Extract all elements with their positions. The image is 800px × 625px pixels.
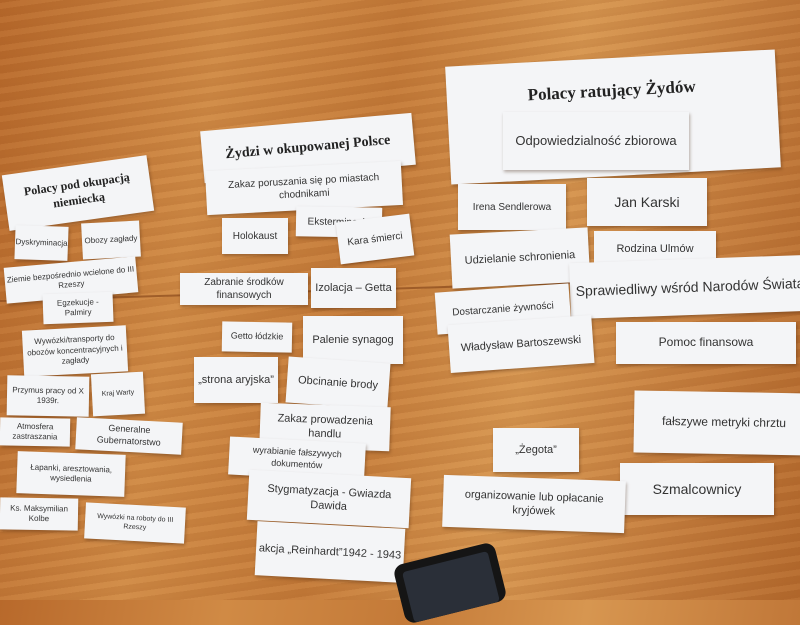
term-card: Holokaust <box>222 218 288 254</box>
term-card-text: Palenie synagog <box>312 333 394 346</box>
term-card-text: Jan Karski <box>614 193 680 210</box>
term-card: Sprawiedliwy wśród Narodów Świata <box>569 254 800 320</box>
term-card-text: Ks. Maksymilian Kolbe <box>10 503 69 524</box>
term-card: Atmosfera zastraszania <box>0 417 71 447</box>
category-header-card-text: Polacy pod okupacją niemiecką <box>23 170 131 211</box>
term-card-text: Wywózki/transporty do obozów koncentracy… <box>26 333 123 366</box>
term-card-text: Pomoc finansowa <box>658 335 754 350</box>
term-card-text: Obcinanie brody <box>297 374 379 392</box>
term-card-text: Rodzina Ulmów <box>616 242 694 255</box>
term-card: Obcinanie brody <box>285 356 391 410</box>
category-header-card-text: Polacy ratujący Żydów <box>527 76 697 105</box>
term-card-text: „Żegota” <box>515 443 557 456</box>
term-card: Odpowiedzialność zbiorowa <box>503 112 689 170</box>
term-card-text: Kara śmierci <box>346 230 404 248</box>
term-card: Przymus pracy od X 1939r. <box>6 375 90 417</box>
term-card-text: fałszywe metryki chrztu <box>661 414 787 431</box>
term-card: „Żegota” <box>493 428 579 472</box>
term-card-text: Szmalcownicy <box>652 480 742 497</box>
term-card: fałszywe metryki chrztu <box>633 390 800 456</box>
term-card: Obozy zagłady <box>81 220 141 260</box>
term-card-text: Stygmatyzacja - Gwiazda Dawida <box>267 482 392 513</box>
term-card-text: Dostarczanie żywności <box>451 299 555 319</box>
term-card: Kara śmierci <box>335 213 415 265</box>
term-card-text: „strona aryjska” <box>198 373 274 386</box>
phone-screen <box>401 551 500 623</box>
term-card-text: Zakaz poruszania się po miastach chodnik… <box>227 172 380 202</box>
category-header-card-text: Żydzi w okupowanej Polsce <box>224 132 391 163</box>
term-card-text: Izolacja – Getta <box>315 281 392 294</box>
term-card: Palenie synagog <box>303 316 403 364</box>
term-card: Dyskryminacja <box>14 225 69 261</box>
term-card-text: Wywózki na roboty do III Rzeszy <box>97 512 174 532</box>
term-card-text: Generalne Gubernatorstwo <box>96 423 161 448</box>
term-card: Wywózki na roboty do III Rzeszy <box>84 502 186 544</box>
term-card-text: Kraj Warty <box>101 389 135 399</box>
term-card: Ks. Maksymilian Kolbe <box>0 497 79 531</box>
term-card-text: Udzielanie schronienia <box>464 248 576 267</box>
term-card-text: organizowanie lub opłacanie kryjówek <box>464 488 604 518</box>
term-card: Zabranie środków finansowych <box>180 273 308 305</box>
term-card: Egzekucje - Palmiry <box>42 291 114 325</box>
term-card: organizowanie lub opłacanie kryjówek <box>442 474 626 534</box>
term-card-text: Getto łódzkie <box>230 330 284 342</box>
term-card-text: Przymus pracy od X 1939r. <box>12 384 84 406</box>
term-card: Jan Karski <box>587 178 707 226</box>
term-card: Władysław Bartoszewski <box>447 315 595 373</box>
term-card-text: Obozy zagłady <box>84 233 138 246</box>
term-card-text: Odpowiedzialność zbiorowa <box>515 132 677 148</box>
term-card: Generalne Gubernatorstwo <box>75 417 183 455</box>
term-card-text: Irena Sendlerowa <box>472 201 552 213</box>
term-card: Łapanki, aresztowania, wysiedlenia <box>16 451 126 497</box>
term-card-text: akcja „Reinhardt”1942 - 1943 <box>258 542 402 562</box>
term-card: Stygmatyzacja - Gwiazda Dawida <box>246 469 412 529</box>
term-card: Szmalcownicy <box>620 463 774 515</box>
term-card-text: Zabranie środków finansowych <box>204 277 284 301</box>
term-card: Kraj Warty <box>90 371 146 417</box>
term-card-text: Sprawiedliwy wśród Narodów Świata <box>575 274 800 299</box>
term-card: „strona aryjska” <box>194 357 278 403</box>
term-card-text: Dyskryminacja <box>15 236 68 248</box>
term-card-text: Władysław Bartoszewski <box>460 333 582 355</box>
term-card-text: Łapanki, aresztowania, wysiedlenia <box>30 462 113 484</box>
term-card: akcja „Reinhardt”1942 - 1943 <box>254 521 406 583</box>
term-card-text: Atmosfera zastraszania <box>12 421 58 442</box>
term-card: Pomoc finansowa <box>616 322 796 364</box>
term-card-text: Ziemie bezpośrednio wcielone do III Rzes… <box>6 264 135 291</box>
term-card: Izolacja – Getta <box>311 268 396 308</box>
term-card: Irena Sendlerowa <box>458 184 566 230</box>
term-card: Wywózki/transporty do obozów koncentracy… <box>21 325 129 377</box>
term-card: Getto łódzkie <box>221 321 293 353</box>
term-card-text: Egzekucje - Palmiry <box>56 296 99 318</box>
term-card-text: Holokaust <box>232 230 278 242</box>
